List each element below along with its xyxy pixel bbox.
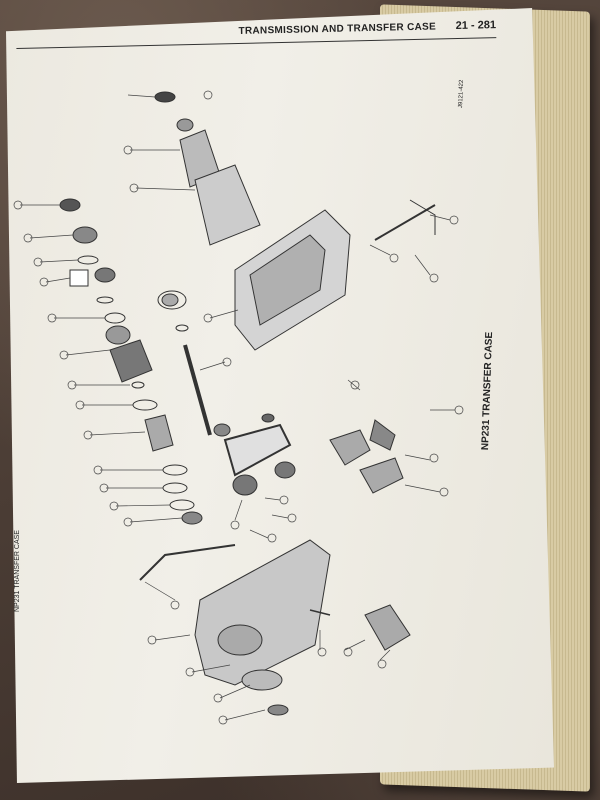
- input-gear: [144, 414, 174, 452]
- rear-case-half: [194, 539, 331, 686]
- seal-left-1: [59, 198, 81, 212]
- range-fork: [329, 429, 371, 466]
- header-title: TRANSMISSION AND TRANSFER CASE: [238, 21, 437, 37]
- seal-top: [154, 91, 176, 103]
- mode-fork: [359, 457, 404, 494]
- bearing-left-1: [72, 226, 98, 244]
- bearing-top: [176, 118, 194, 132]
- rear-yoke: [364, 604, 411, 651]
- page-number: 21 - 281: [455, 19, 497, 33]
- extension-housing: [194, 164, 261, 246]
- shift-rail: [374, 204, 436, 241]
- mainshaft: [183, 344, 212, 436]
- drive-chain: [223, 423, 292, 477]
- planetary-gear: [109, 339, 153, 383]
- exploded-parts-diagram: [13, 90, 464, 725]
